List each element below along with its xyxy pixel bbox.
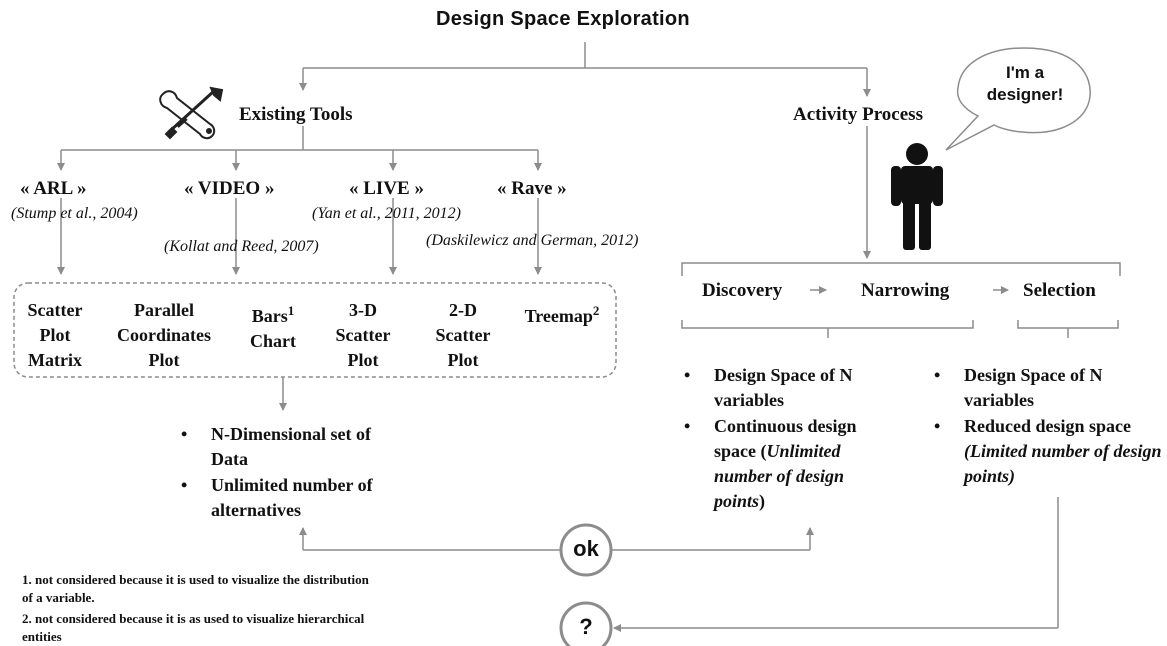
discovery-property-item: • Design Space of N variables: [684, 365, 853, 410]
tool-rave: « Rave »: [497, 178, 567, 199]
ok-circle: [559, 523, 613, 577]
selection-bracket: [1017, 320, 1119, 329]
viz-scatter-plot-matrix: Scatter Plot Matrix: [27, 300, 83, 370]
selection-property-item: • Design Space of N variables: [934, 365, 1103, 410]
question-circle: [559, 601, 613, 646]
tool-video-citation: (Kollat and Reed, 2007): [164, 238, 319, 255]
ok-label: ok: [573, 536, 599, 561]
phase-discovery: Discovery: [702, 280, 783, 301]
phases-top-bracket: [681, 262, 1121, 276]
tools-property-item: • N-Dimensional set of Data: [181, 424, 371, 469]
activity-process-header: Activity Process: [793, 104, 923, 125]
existing-tools-header: Existing Tools: [239, 104, 353, 125]
person-icon: [891, 143, 943, 250]
phase-narrowing: Narrowing: [861, 280, 950, 301]
tool-video: « VIDEO »: [184, 178, 275, 199]
bars-chart-footnote-mark: 1: [287, 303, 295, 318]
phase-selection: Selection: [1023, 280, 1096, 301]
diagram-title: Design Space Exploration: [436, 8, 690, 30]
viz-3d-scatter-plot: 3-D Scatter Plot: [335, 300, 391, 370]
viz-parallel-coordinates-plot: Parallel Coordinates Plot: [117, 300, 211, 370]
tool-arl-citation: (Stump et al., 2004): [11, 205, 138, 222]
speech-bubble-icon: [945, 47, 1091, 151]
tool-rave-citation: (Daskilewicz and German, 2012): [426, 232, 639, 249]
tools-property-item: • Unlimited number of alternatives: [181, 475, 373, 520]
viz-treemap: Treemap2: [524, 303, 600, 326]
visualization-box: [13, 282, 617, 378]
tool-arl: « ARL »: [20, 178, 87, 199]
question-label: ?: [579, 614, 593, 639]
speech-bubble-text: I'm a designer!: [986, 63, 1064, 104]
footnote-2: 2. not considered because it is as used …: [22, 611, 365, 644]
tools-icon: [159, 86, 224, 140]
viz-bars-chart: Bars1 Chart: [250, 303, 296, 351]
discovery-narrowing-bracket: [681, 320, 974, 329]
treemap-footnote-mark: 2: [592, 303, 600, 318]
footnote-1: 1. not considered because it is used to …: [22, 572, 369, 605]
discovery-property-item: • Continuous design space (Unlimited num…: [684, 416, 857, 511]
tool-live: « LIVE »: [349, 178, 424, 199]
selection-property-item: • Reduced design space (Limited number o…: [934, 416, 1162, 486]
tool-live-citation: (Yan et al., 2011, 2012): [312, 205, 461, 222]
viz-2d-scatter-plot: 2-D Scatter Plot: [435, 300, 491, 370]
